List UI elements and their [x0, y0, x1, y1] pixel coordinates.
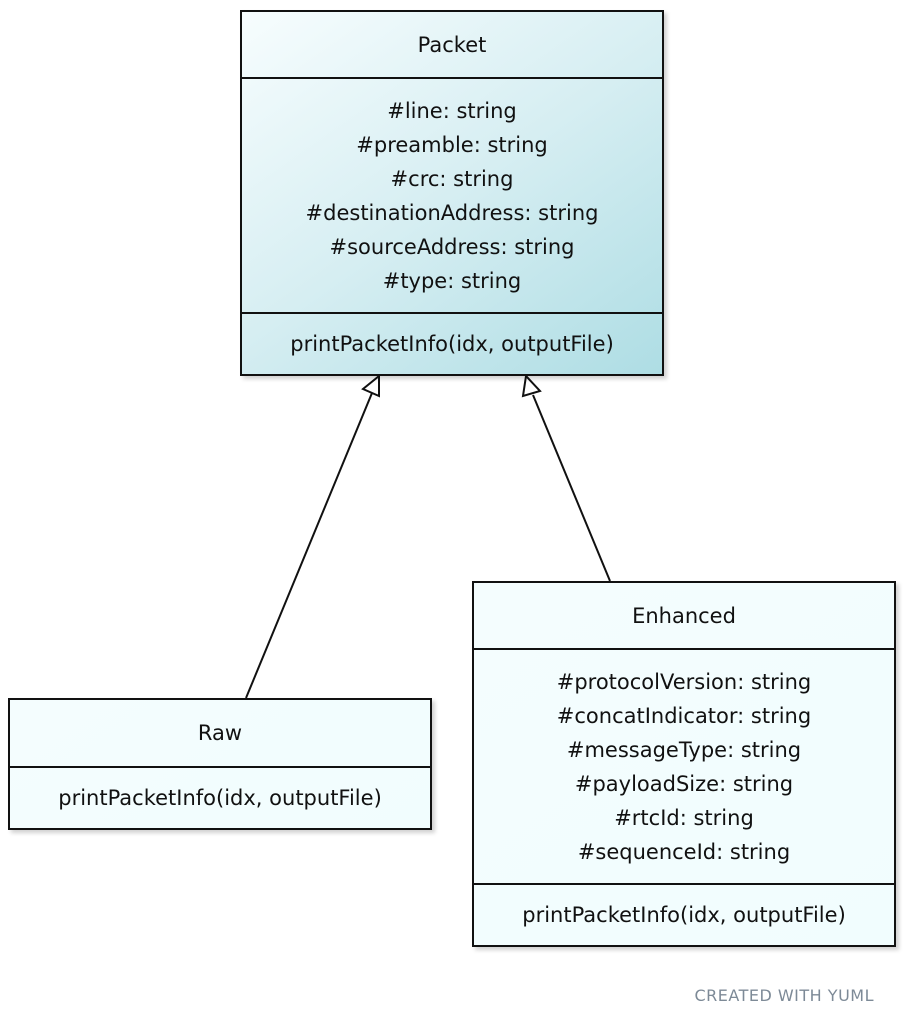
class-attribute: #payloadSize: string — [574, 771, 794, 796]
created-with-footer: CREATED WITH YUML — [694, 986, 874, 1005]
class-packet: Packet #line: string #preamble: string #… — [240, 10, 664, 376]
class-raw-methods: printPacketInfo(idx, outputFile) — [10, 766, 430, 828]
raw-to-packet-arrowhead — [361, 373, 380, 398]
class-attribute: #type: string — [382, 268, 522, 293]
class-packet-header: Packet — [242, 12, 662, 77]
class-attribute: #sourceAddress: string — [329, 234, 575, 259]
class-method: printPacketInfo(idx, outputFile) — [58, 786, 382, 810]
class-packet-name: Packet — [417, 32, 487, 57]
class-method: printPacketInfo(idx, outputFile) — [290, 332, 614, 356]
class-enhanced-attributes: #protocolVersion: string #concatIndicato… — [474, 648, 894, 883]
enhanced-to-packet-edge — [532, 394, 611, 582]
class-enhanced-name: Enhanced — [632, 603, 736, 628]
class-packet-attributes: #line: string #preamble: string #crc: st… — [242, 77, 662, 312]
class-enhanced-header: Enhanced — [474, 583, 894, 648]
raw-to-packet-edge — [245, 392, 373, 699]
class-attribute: #concatIndicator: string — [556, 703, 812, 728]
class-enhanced-methods: printPacketInfo(idx, outputFile) — [474, 883, 894, 945]
class-attribute: #destinationAddress: string — [305, 200, 599, 225]
class-raw-header: Raw — [10, 700, 430, 766]
class-method: printPacketInfo(idx, outputFile) — [522, 903, 846, 927]
enhanced-to-packet-arrowhead — [521, 373, 542, 398]
class-packet-methods: printPacketInfo(idx, outputFile) — [242, 312, 662, 374]
class-raw: Raw printPacketInfo(idx, outputFile) — [8, 698, 432, 830]
class-attribute: #crc: string — [390, 166, 514, 191]
class-attribute: #preamble: string — [356, 132, 548, 157]
class-raw-name: Raw — [197, 721, 243, 745]
class-attribute: #messageType: string — [566, 737, 802, 762]
class-attribute: #rtcId: string — [614, 805, 754, 830]
class-enhanced: Enhanced #protocolVersion: string #conca… — [472, 581, 896, 947]
class-attribute: #sequenceId: string — [577, 839, 791, 864]
class-attribute: #line: string — [387, 98, 517, 123]
class-attribute: #protocolVersion: string — [556, 669, 812, 694]
